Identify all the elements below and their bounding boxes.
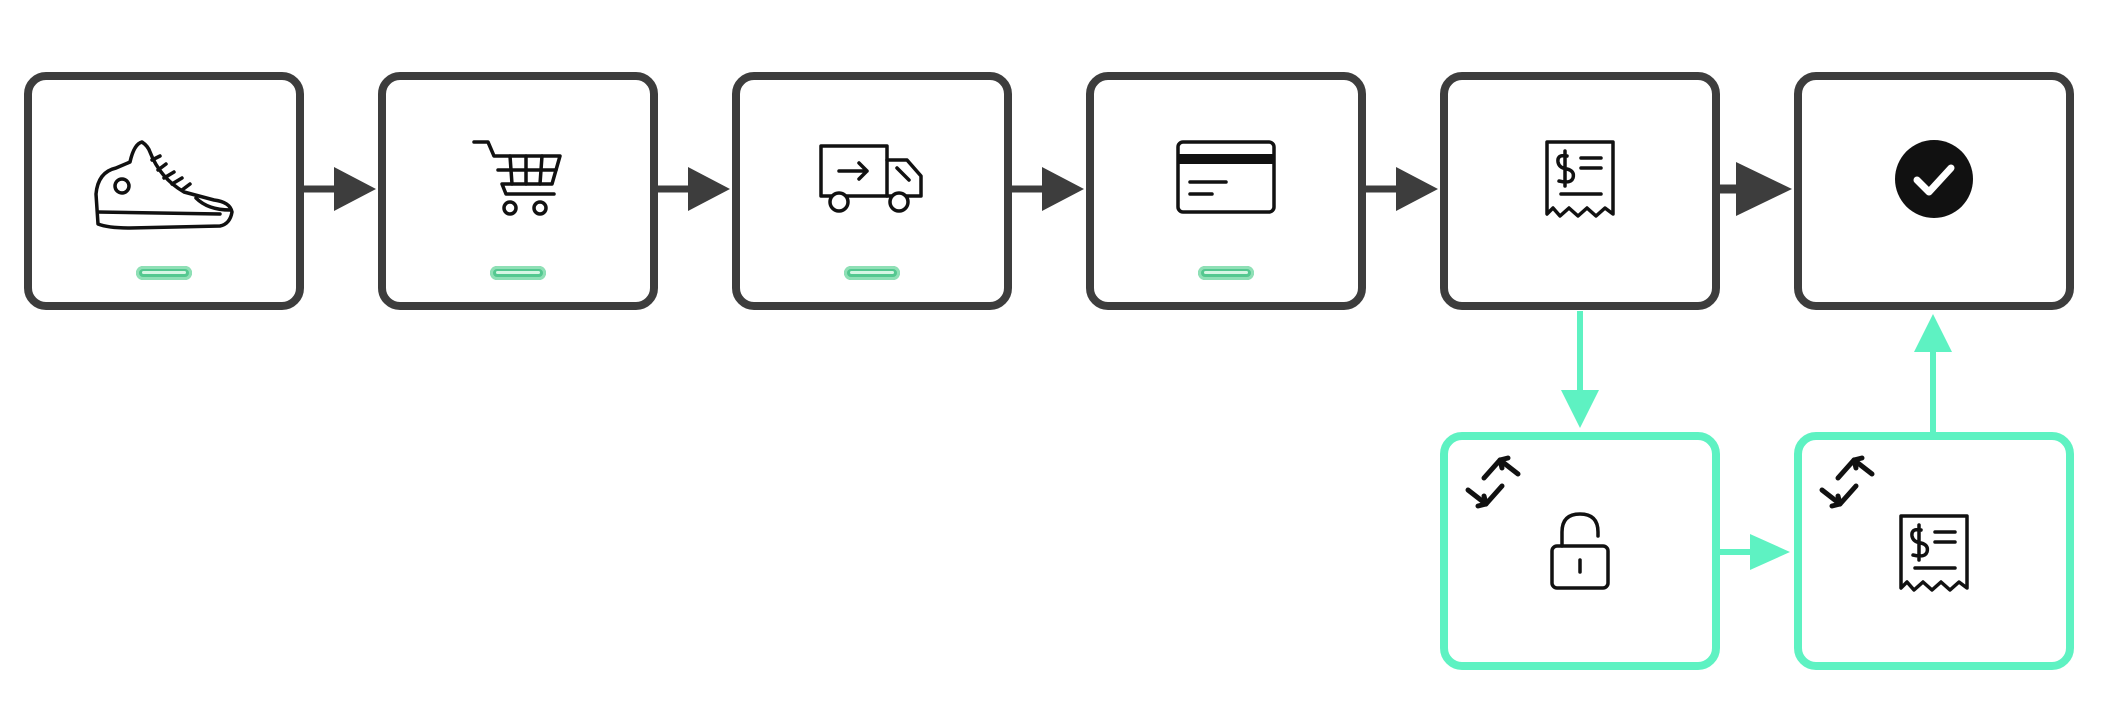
credit-card-icon	[1176, 140, 1276, 214]
step-product[interactable]	[24, 72, 304, 310]
step-cart[interactable]	[378, 72, 658, 310]
arrow-shipping-to-payment	[1012, 167, 1084, 211]
status-pill	[490, 266, 546, 280]
arrow-product-to-cart	[304, 167, 376, 211]
arrow-invoice-to-confirmation	[1720, 162, 1792, 216]
shopping-cart-icon	[472, 140, 562, 216]
status-pill	[1198, 266, 1254, 280]
sneaker-icon	[94, 140, 234, 230]
status-pill	[844, 266, 900, 280]
step-shipping[interactable]	[732, 72, 1012, 310]
swap-arrows-icon	[1819, 455, 1875, 509]
arrow-cart-to-shipping	[658, 167, 730, 211]
status-pill	[136, 266, 192, 280]
swap-arrows-icon	[1465, 455, 1521, 509]
arrow-payment-to-invoice	[1366, 167, 1438, 211]
arrow-alt-invoice-to-confirmation	[1914, 314, 1952, 432]
step-invoice[interactable]	[1440, 72, 1720, 310]
receipt-icon	[1545, 140, 1615, 218]
padlock-open-icon	[1550, 512, 1610, 590]
arrow-unlock-to-alt-invoice	[1720, 534, 1790, 570]
step-confirmation[interactable]	[1794, 72, 2074, 310]
arrow-invoice-to-unlock	[1561, 311, 1599, 428]
delivery-truck-icon	[819, 144, 923, 213]
check-circle-icon	[1895, 140, 1973, 218]
alt-step-unlock[interactable]	[1440, 432, 1720, 670]
receipt-icon	[1899, 514, 1969, 592]
alt-step-invoice[interactable]	[1794, 432, 2074, 670]
step-payment[interactable]	[1086, 72, 1366, 310]
